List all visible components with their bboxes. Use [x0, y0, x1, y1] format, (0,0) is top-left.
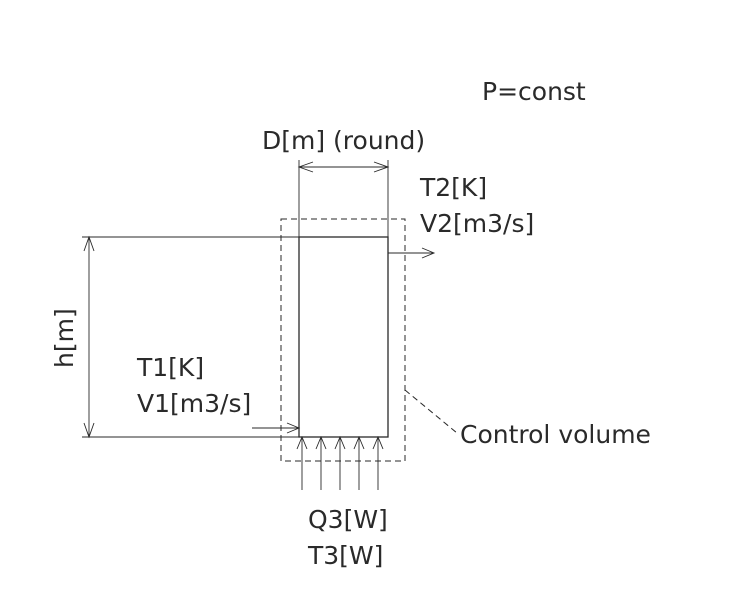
inlet-arrow — [252, 422, 301, 434]
diameter-dimension — [297, 160, 390, 237]
outlet-temperature-label: T2[K] — [419, 173, 487, 202]
height-dimension — [82, 235, 299, 439]
pressure-label: P=const — [482, 77, 586, 106]
inlet-temperature-label: T1[K] — [136, 353, 204, 382]
outlet-arrow — [388, 247, 436, 259]
inlet-flow-label: V1[m3/s] — [137, 389, 251, 418]
diameter-label: D[m] (round) — [262, 126, 425, 155]
outlet-flow-label: V2[m3/s] — [420, 209, 534, 238]
control-volume-label: Control volume — [460, 420, 651, 449]
height-label: h[m] — [50, 308, 79, 368]
control-volume-leader — [404, 389, 458, 434]
heat-input-label: Q3[W] — [308, 505, 388, 534]
heat-input-arrows — [296, 435, 384, 490]
tank — [298, 236, 389, 438]
heat-temperature-label: T3[W] — [307, 541, 383, 570]
control-volume-boundary — [280, 218, 406, 462]
